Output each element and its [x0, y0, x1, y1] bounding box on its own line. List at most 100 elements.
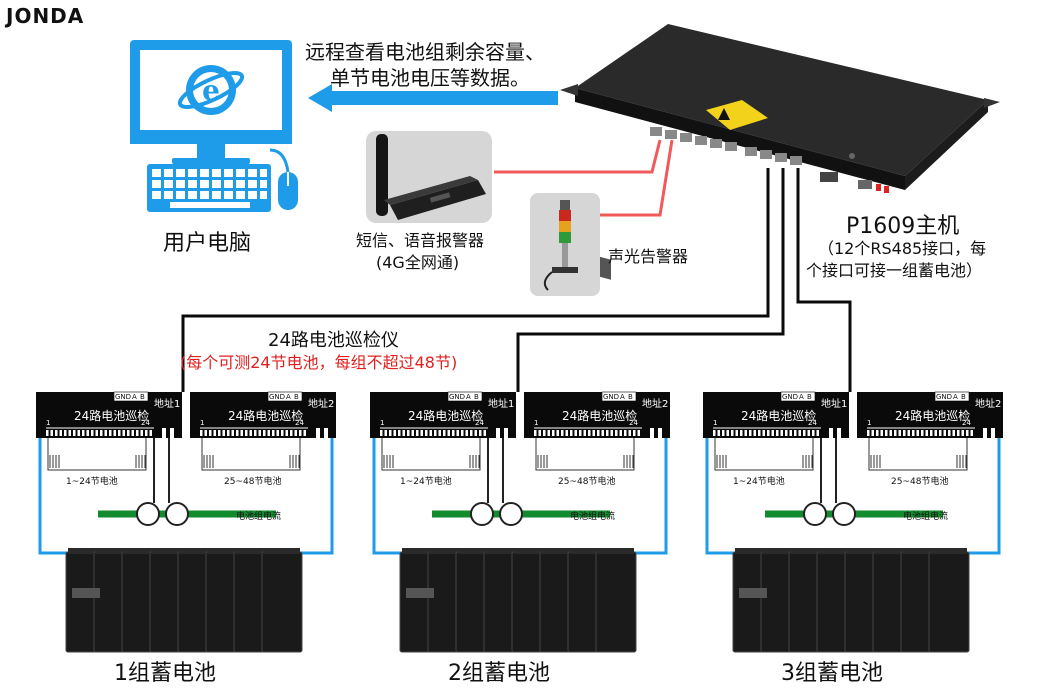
module-terminal-b: B — [807, 393, 812, 401]
module-address-2: 地址2 — [642, 399, 669, 410]
module-terminal-gnd: GND — [449, 393, 466, 401]
cable-light-alarm — [600, 139, 674, 217]
module-terminal-gnd: GND — [269, 393, 286, 401]
computer-icon: e — [130, 40, 292, 164]
inspector-module-2-2 — [524, 391, 670, 471]
module-address-1: 地址1 — [821, 399, 848, 410]
battery-bank-label: 1组蓄电池 — [114, 661, 216, 686]
module-title: 24路电池巡检 — [228, 409, 304, 423]
sms-alarm-label: 短信、语音报警器 — [356, 231, 485, 250]
module-address-2: 地址2 — [975, 399, 1002, 410]
module-tick-end: 24 — [962, 419, 971, 427]
battery-bank-icon — [65, 548, 303, 653]
module-tick-end: 24 — [629, 419, 638, 427]
module-tick-end: 24 — [475, 419, 484, 427]
current-label: 电池组电流 — [903, 512, 949, 522]
sms-alarm-sublabel: (4G全网通) — [376, 253, 460, 272]
inspector-module-1-1 — [36, 391, 182, 471]
module-tick-start: 1 — [713, 419, 718, 427]
remote-text-line2: 单节电池电压等数据。 — [330, 66, 530, 90]
module-tick-end: 24 — [141, 419, 150, 427]
rs485-line-2 — [516, 168, 785, 392]
current-sensor-icon — [470, 502, 494, 526]
blue-wire-right — [610, 420, 668, 555]
module-title: 24路电池巡检 — [741, 409, 817, 423]
blue-wire-right — [276, 420, 334, 555]
host-title: P1609主机 — [846, 214, 960, 239]
range-label-1: 1~24节电池 — [400, 477, 452, 487]
cable-sms-alarm — [494, 139, 662, 174]
current-sensor-icon — [165, 502, 189, 526]
module-title: 24路电池巡检 — [408, 409, 484, 423]
host-device-icon — [560, 24, 1000, 280]
blue-wire-right — [943, 420, 1001, 555]
keyboard-icon — [147, 164, 271, 212]
module-title: 24路电池巡检 — [562, 409, 638, 423]
remote-text-line1: 远程查看电池组剩余容量、 — [305, 40, 545, 64]
current-sensor-icon — [803, 502, 827, 526]
sms-alarm-icon — [376, 134, 486, 220]
host-desc-line1: （12个RS485接口，每 — [818, 239, 987, 258]
module-terminal-gnd: GND — [115, 393, 132, 401]
mouse-icon — [269, 148, 298, 210]
module-tick-start: 1 — [867, 419, 872, 427]
host-desc-line2: 个接口可接一组蓄电池） — [806, 261, 983, 280]
brand-logo: JONDA — [6, 4, 85, 28]
battery-group-3 — [703, 391, 1003, 653]
current-label: 电池组电流 — [570, 512, 616, 522]
battery-bank-icon — [732, 548, 970, 653]
inspector-module-3-2 — [857, 391, 1003, 471]
module-tick-start: 1 — [534, 419, 539, 427]
module-terminal-b: B — [961, 393, 966, 401]
module-terminal-a: A — [799, 393, 804, 401]
module-title: 24路电池巡检 — [895, 409, 971, 423]
current-label: 电池组电流 — [236, 512, 282, 522]
module-tick-start: 1 — [200, 419, 205, 427]
range-label-1: 1~24节电池 — [66, 477, 118, 487]
light-alarm-icon — [543, 200, 578, 291]
battery-bank-label: 3组蓄电池 — [781, 661, 883, 686]
module-terminal-b: B — [294, 393, 299, 401]
battery-group-2 — [370, 391, 670, 653]
module-terminal-gnd: GND — [936, 393, 953, 401]
module-terminal-b: B — [474, 393, 479, 401]
module-terminal-a: A — [953, 393, 958, 401]
module-terminal-gnd: GND — [603, 393, 620, 401]
range-label-2: 25~48节电池 — [558, 477, 616, 487]
inspector-module-3-1 — [703, 391, 849, 471]
inspector-title: 24路电池巡检仪 — [268, 330, 399, 351]
current-sensor-icon — [832, 502, 856, 526]
battery-bank-icon — [399, 548, 637, 653]
current-sensor-icon — [499, 502, 523, 526]
rs485-line-1 — [181, 168, 770, 392]
module-terminal-b: B — [628, 393, 633, 401]
module-terminal-a: A — [466, 393, 471, 401]
module-terminal-gnd: GND — [782, 393, 799, 401]
module-tick-end: 24 — [295, 419, 304, 427]
module-terminal-a: A — [132, 393, 137, 401]
module-terminal-a: A — [620, 393, 625, 401]
module-tick-start: 1 — [46, 419, 51, 427]
battery-bank-label: 2组蓄电池 — [448, 661, 550, 686]
rs485-line-3 — [796, 168, 852, 392]
module-tick-start: 1 — [380, 419, 385, 427]
battery-group-1 — [36, 391, 336, 653]
module-tick-end: 24 — [808, 419, 817, 427]
module-address-1: 地址1 — [488, 399, 515, 410]
range-label-2: 25~48节电池 — [224, 477, 282, 487]
inspector-module-1-2 — [190, 391, 336, 471]
computer-label: 用户电脑 — [163, 231, 252, 256]
module-address-1: 地址1 — [154, 399, 181, 410]
range-label-1: 1~24节电池 — [733, 477, 785, 487]
range-label-2: 25~48节电池 — [891, 477, 949, 487]
data-arrow-icon — [308, 84, 558, 112]
light-alarm-label: 声光告警器 — [608, 247, 689, 266]
inspector-note: (每个可测24节电池，每组不超过48节) — [180, 353, 458, 372]
module-title: 24路电池巡检 — [74, 409, 150, 423]
inspector-module-2-1 — [370, 391, 516, 471]
module-terminal-a: A — [286, 393, 291, 401]
current-sensor-icon — [136, 502, 160, 526]
module-address-2: 地址2 — [308, 399, 335, 410]
module-terminal-b: B — [140, 393, 145, 401]
